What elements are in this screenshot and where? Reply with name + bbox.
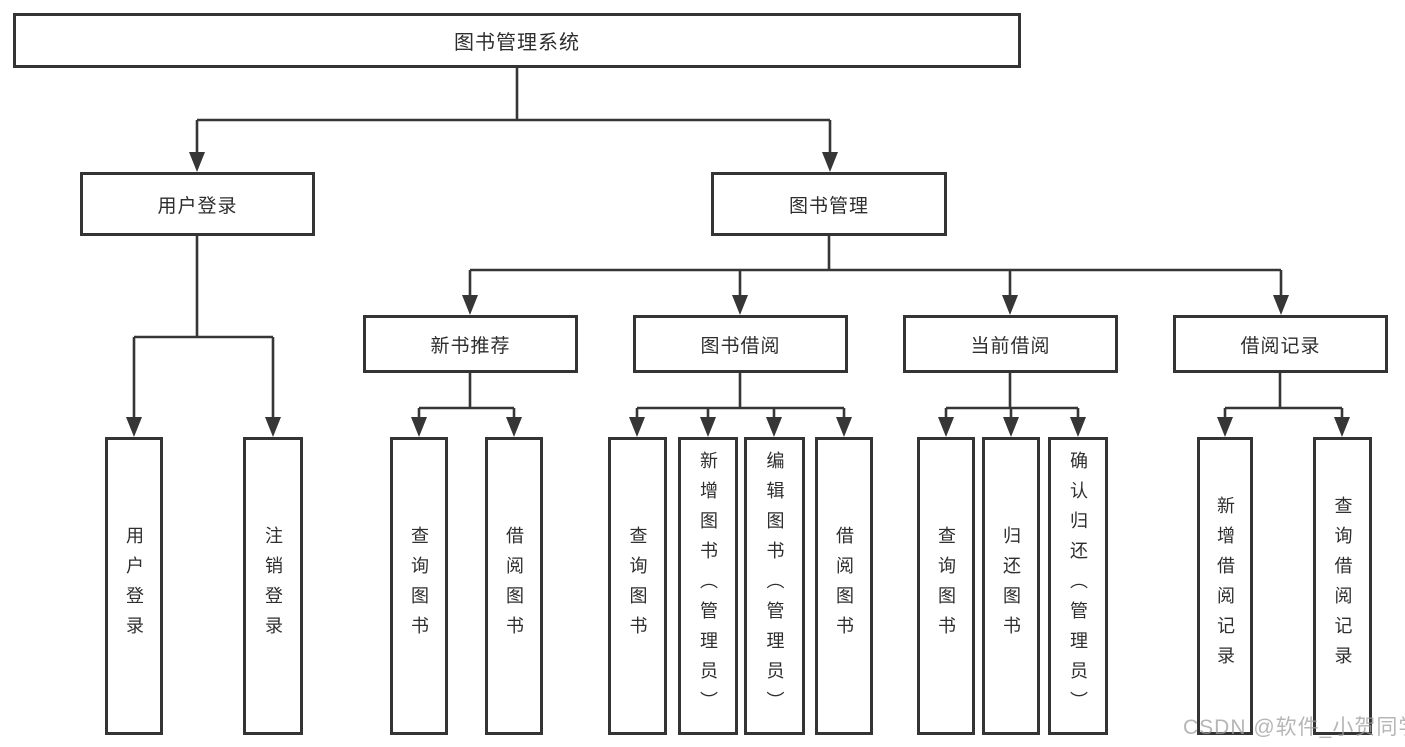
leaf-label: 查询图书 bbox=[936, 526, 956, 646]
leaf-cb-confirm-return-admin: 确认归还（管理员） bbox=[1048, 437, 1108, 735]
leaf-label: 借阅图书 bbox=[834, 526, 854, 646]
leaf-cb-query-books: 查询图书 bbox=[917, 437, 975, 735]
leaf-br-add-record: 新增借阅记录 bbox=[1197, 437, 1253, 735]
leaf-label: 查询图书 bbox=[409, 526, 429, 646]
leaf-label: 注销登录 bbox=[263, 526, 283, 646]
leaf-label: 新增借阅记录 bbox=[1215, 496, 1235, 676]
leaf-rec-query-books: 查询图书 bbox=[390, 437, 448, 735]
leaf-bb-borrow-books: 借阅图书 bbox=[815, 437, 873, 735]
leaf-label: 借阅图书 bbox=[504, 526, 524, 646]
leaf-bb-add-books-admin: 新增图书（管理员） bbox=[678, 437, 738, 735]
node-book-management: 图书管理 bbox=[711, 172, 947, 236]
leaf-label: 查询借阅记录 bbox=[1332, 496, 1353, 676]
leaf-rec-borrow-books: 借阅图书 bbox=[485, 437, 543, 735]
leaf-label: 查询图书 bbox=[627, 526, 648, 646]
leaf-bb-query-books: 查询图书 bbox=[608, 437, 667, 735]
node-new-book-recommendation: 新书推荐 bbox=[363, 315, 578, 373]
leaf-br-query-record: 查询借阅记录 bbox=[1313, 437, 1372, 735]
node-library-management-system: 图书管理系统 bbox=[13, 13, 1021, 68]
node-borrowing-records: 借阅记录 bbox=[1173, 315, 1388, 373]
leaf-label: 编辑图书（管理员） bbox=[764, 451, 785, 721]
leaf-label: 归还图书 bbox=[1001, 526, 1021, 646]
leaf-logout: 注销登录 bbox=[243, 437, 303, 735]
leaf-bb-edit-books-admin: 编辑图书（管理员） bbox=[744, 437, 805, 735]
node-book-borrowing: 图书借阅 bbox=[633, 315, 848, 373]
node-user-login: 用户登录 bbox=[80, 172, 315, 236]
csdn-watermark: CSDN @软件_小贺同学 bbox=[1183, 716, 1405, 739]
node-current-borrowing: 当前借阅 bbox=[903, 315, 1118, 373]
leaf-user-login: 用户登录 bbox=[105, 437, 163, 735]
leaf-label: 确认归还（管理员） bbox=[1068, 451, 1088, 721]
leaf-cb-return-books: 归还图书 bbox=[982, 437, 1040, 735]
leaf-label: 用户登录 bbox=[124, 526, 144, 646]
leaf-label: 新增图书（管理员） bbox=[698, 451, 718, 721]
